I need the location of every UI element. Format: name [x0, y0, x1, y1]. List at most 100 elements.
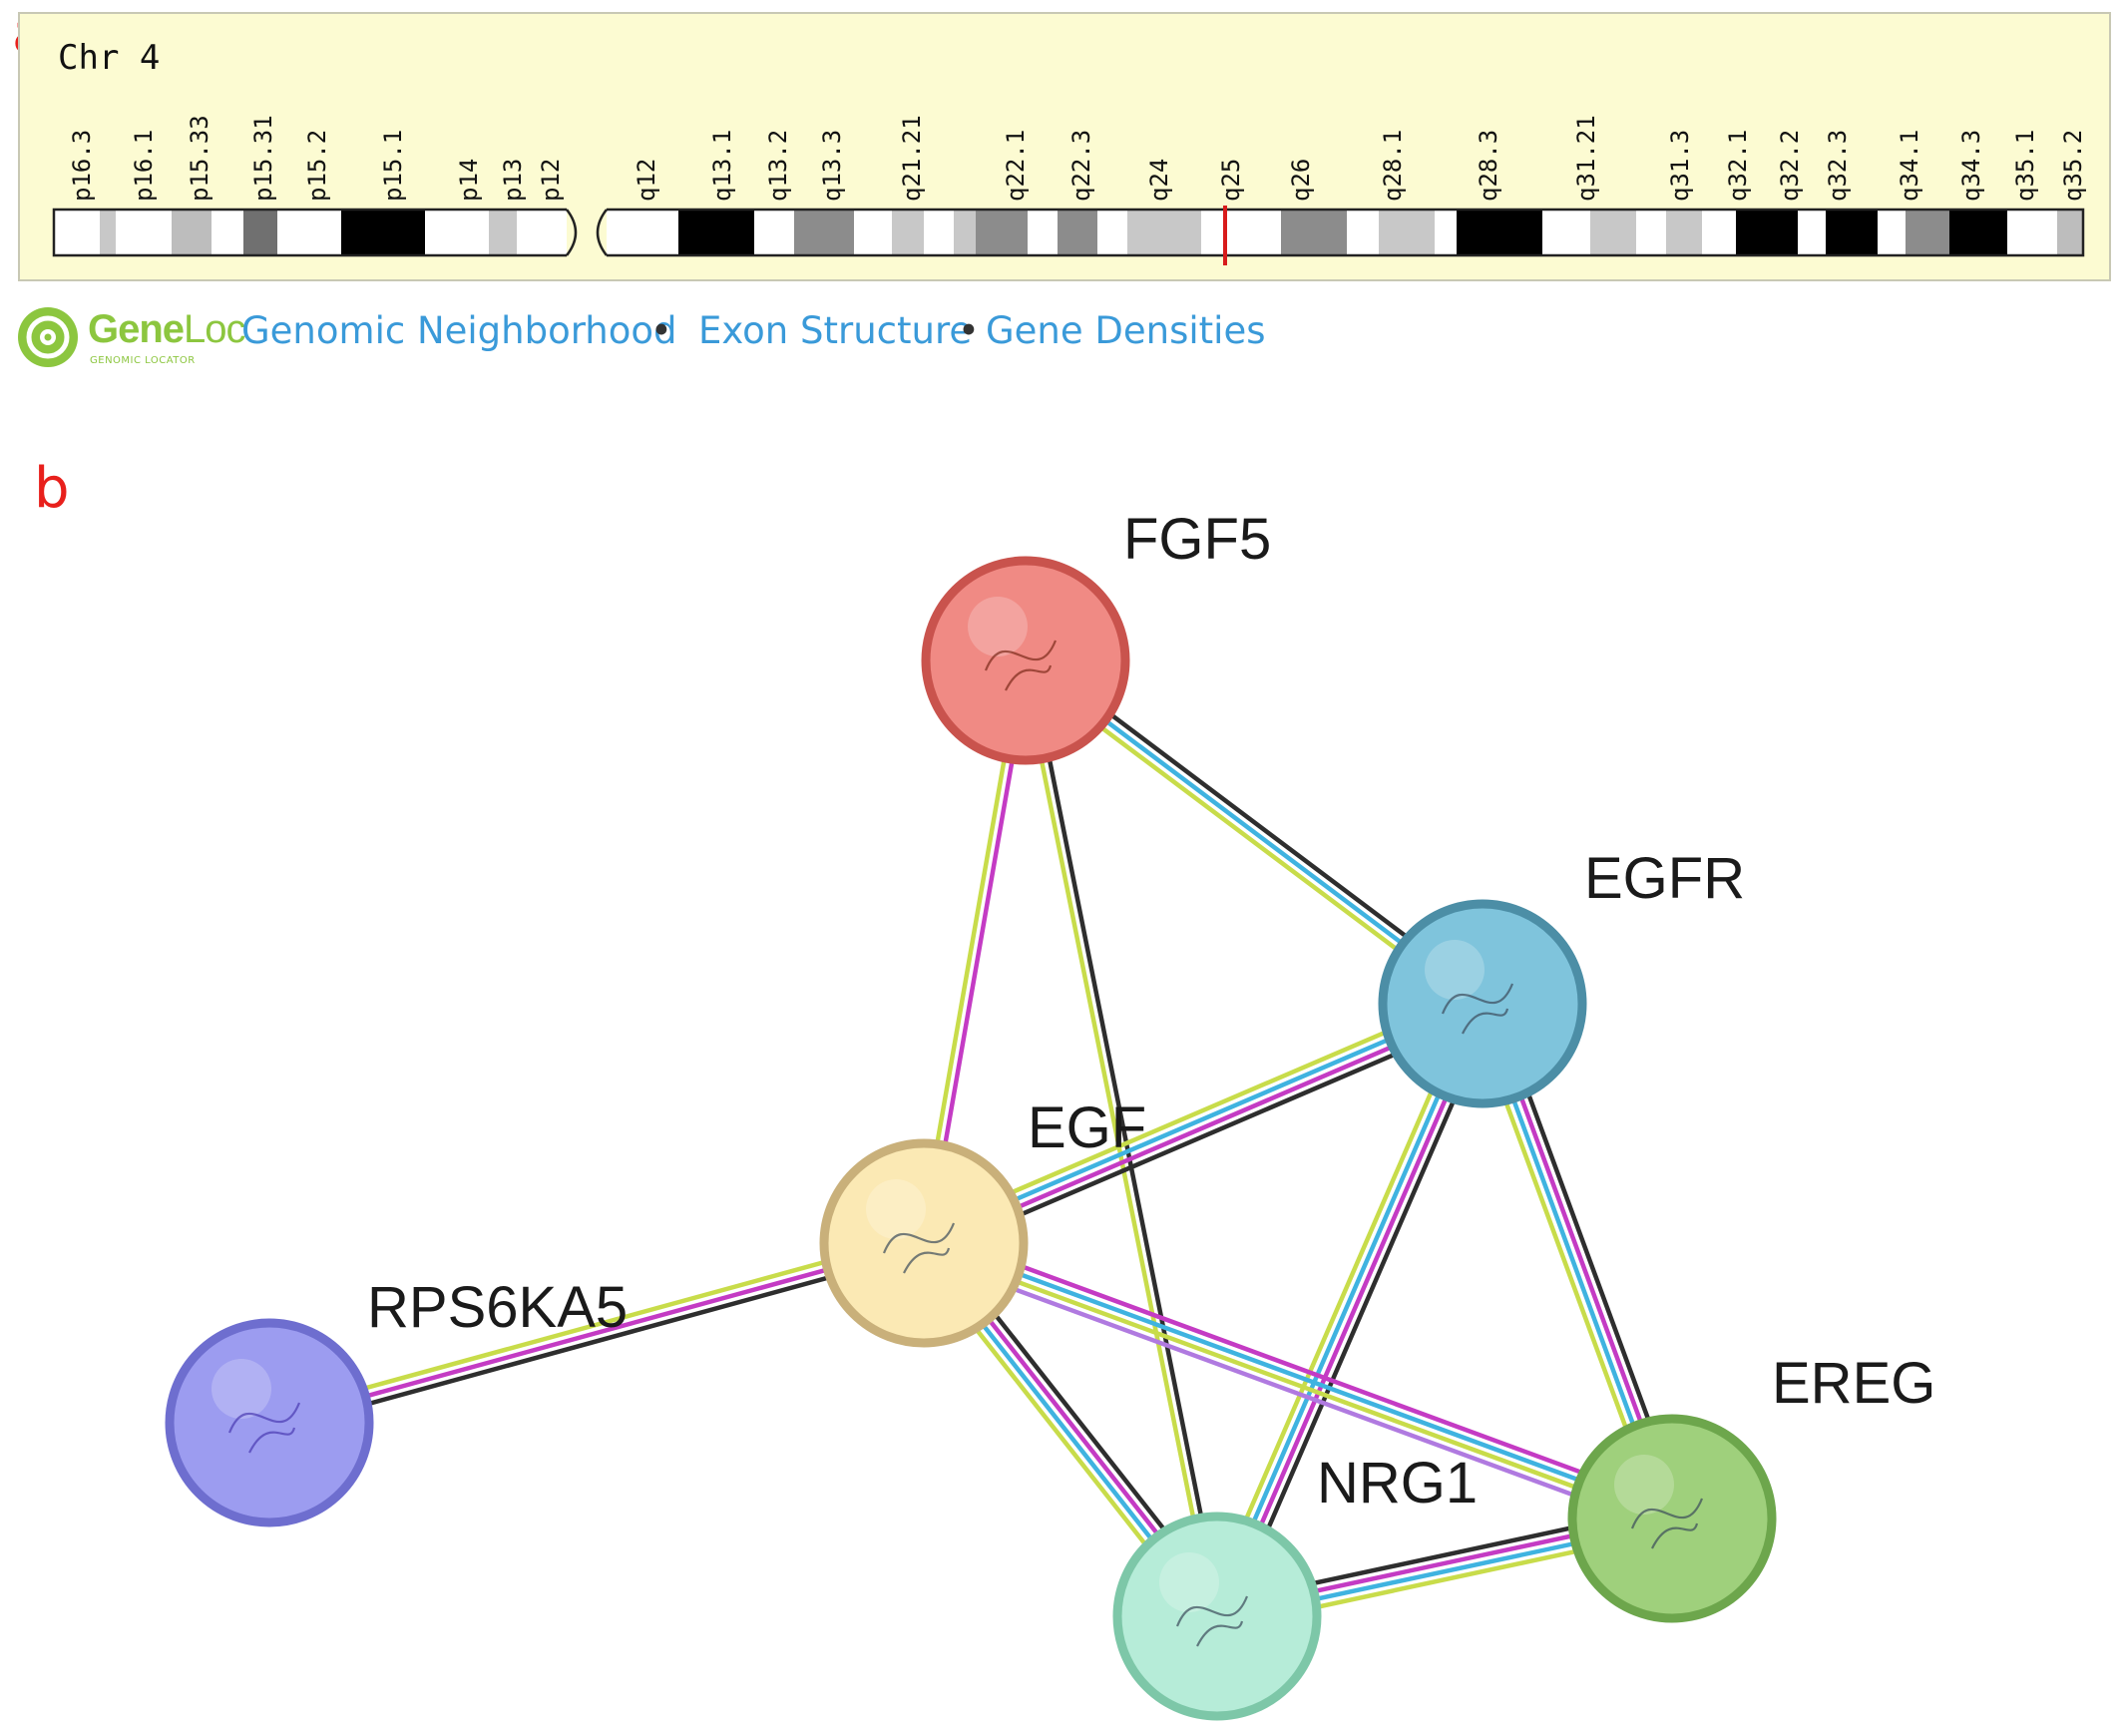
evidence-line-magenta	[1218, 1003, 1488, 1620]
evidence-line-yellow	[264, 1233, 925, 1418]
band-label: q22.1	[1002, 130, 1030, 202]
evidence-line-yellow	[1203, 996, 1475, 1614]
band-label: q21.21	[898, 115, 926, 202]
chromosome-band	[1435, 210, 1457, 255]
exon-structure-link[interactable]: Exon Structure	[698, 309, 973, 352]
chromosome-band	[1702, 210, 1736, 255]
chromosome-band	[1457, 210, 1542, 255]
chromosome-band	[1347, 210, 1379, 255]
chromosome-band	[212, 210, 243, 255]
band-label: q32.1	[1724, 130, 1752, 202]
evidence-line-violet	[917, 1252, 1671, 1532]
chromosome-band	[754, 210, 794, 255]
protein-structure-glyph	[984, 640, 1058, 671]
evidence-line-yellow	[1019, 658, 1216, 1620]
chromosome-band	[1201, 210, 1257, 255]
chromosome-band	[54, 210, 100, 255]
band-label: q32.3	[1824, 130, 1852, 202]
chromosome-band	[277, 210, 341, 255]
protein-structure-glyph	[903, 1247, 951, 1274]
evidence-line-black	[268, 1248, 929, 1433]
gene-densities-link[interactable]: Gene Densities	[986, 309, 1266, 352]
chromosome-band	[425, 210, 489, 255]
band-label: q35.2	[2059, 130, 2087, 202]
chromosome-band	[892, 210, 924, 255]
node-highlight	[1159, 1552, 1219, 1612]
band-label: p14	[455, 159, 483, 202]
node-circle	[165, 1318, 374, 1527]
chromosome-label: Chr 4	[58, 38, 161, 78]
node-highlight	[866, 1179, 926, 1239]
panel-b-letter: b	[34, 456, 70, 521]
chromosome-band	[1058, 210, 1097, 255]
chromosome-band	[1542, 210, 1590, 255]
protein-structure-glyph	[227, 1402, 301, 1434]
chromosome-band	[1826, 210, 1878, 255]
protein-structure-glyph	[1651, 1522, 1699, 1549]
node-circle	[819, 1138, 1029, 1348]
chromosome-band	[1878, 210, 1906, 255]
chromosome-band	[976, 210, 1028, 255]
node-nrg1[interactable]: NRG1	[1112, 1451, 1478, 1721]
chromosome-band	[1906, 210, 1949, 255]
chromosome-band	[1281, 210, 1347, 255]
geneloc-brand: GeneLoc	[88, 307, 246, 352]
band-label: q34.1	[1896, 130, 1923, 202]
band-label: p15.31	[249, 115, 277, 202]
chromosome-band	[489, 210, 517, 255]
band-label: p15.1	[379, 130, 407, 202]
node-rps6ka5[interactable]: RPS6KA5	[165, 1275, 628, 1527]
geneloc-brand-gene: Gene	[88, 307, 185, 351]
link-separator: •	[958, 309, 980, 352]
evidence-line-black	[1027, 656, 1224, 1618]
node-fgf5[interactable]: FGF5	[921, 507, 1271, 765]
geneloc-subtitle: GENOMIC LOCATOR	[90, 355, 196, 366]
chromosome-band	[1379, 210, 1435, 255]
band-label: q22.3	[1067, 130, 1095, 202]
node-circle	[1567, 1414, 1777, 1623]
band-label: q12	[633, 159, 660, 202]
edge-EGFR-NRG1	[1203, 996, 1496, 1624]
chromosome-band	[172, 210, 212, 255]
node-label: FGF5	[1123, 507, 1271, 572]
chromosome-body	[54, 210, 2083, 255]
evidence-line-yellow	[920, 1244, 1673, 1525]
protein-structure-glyph	[1196, 1620, 1244, 1647]
chromosome-band	[1798, 210, 1826, 255]
band-label: q13.2	[764, 130, 792, 202]
protein-structure-glyph	[1175, 1595, 1249, 1627]
node-highlight	[1614, 1455, 1674, 1515]
chromosome-band	[1949, 210, 2007, 255]
chromosome-band	[116, 210, 172, 255]
band-label: q28.1	[1379, 130, 1407, 202]
node-egfr[interactable]: EGFR	[1378, 846, 1745, 1108]
band-label: q34.3	[1957, 130, 1985, 202]
band-label: q25	[1217, 159, 1245, 202]
protein-structure-glyph	[1441, 983, 1514, 1015]
band-label: q26	[1287, 159, 1315, 202]
node-circle	[921, 556, 1130, 765]
band-label: p15.2	[303, 130, 331, 202]
evidence-line-blue	[1211, 1000, 1482, 1617]
chromosome-band	[1127, 210, 1201, 255]
edge-EGF-EREG	[917, 1229, 1679, 1532]
node-egf[interactable]: EGF	[819, 1095, 1146, 1348]
evidence-line-magenta	[925, 1229, 1679, 1510]
chromosome-band	[1636, 210, 1666, 255]
chromosome-band	[1028, 210, 1058, 255]
node-label: RPS6KA5	[367, 1275, 628, 1340]
evidence-line-magenta	[266, 1240, 927, 1426]
band-label: p16.1	[130, 130, 158, 202]
node-ereg[interactable]: EREG	[1567, 1351, 1935, 1623]
chromosome-band	[954, 210, 976, 255]
genomic-neighborhood-link[interactable]: Genomic Neighborhood	[241, 309, 677, 352]
chromosome-band	[1097, 210, 1127, 255]
evidence-line-blue	[923, 1236, 1676, 1518]
protein-structure-glyph	[882, 1222, 956, 1254]
chromosome-band	[678, 210, 754, 255]
protein-structure-glyph	[1005, 664, 1053, 691]
band-label: q13.1	[708, 130, 736, 202]
